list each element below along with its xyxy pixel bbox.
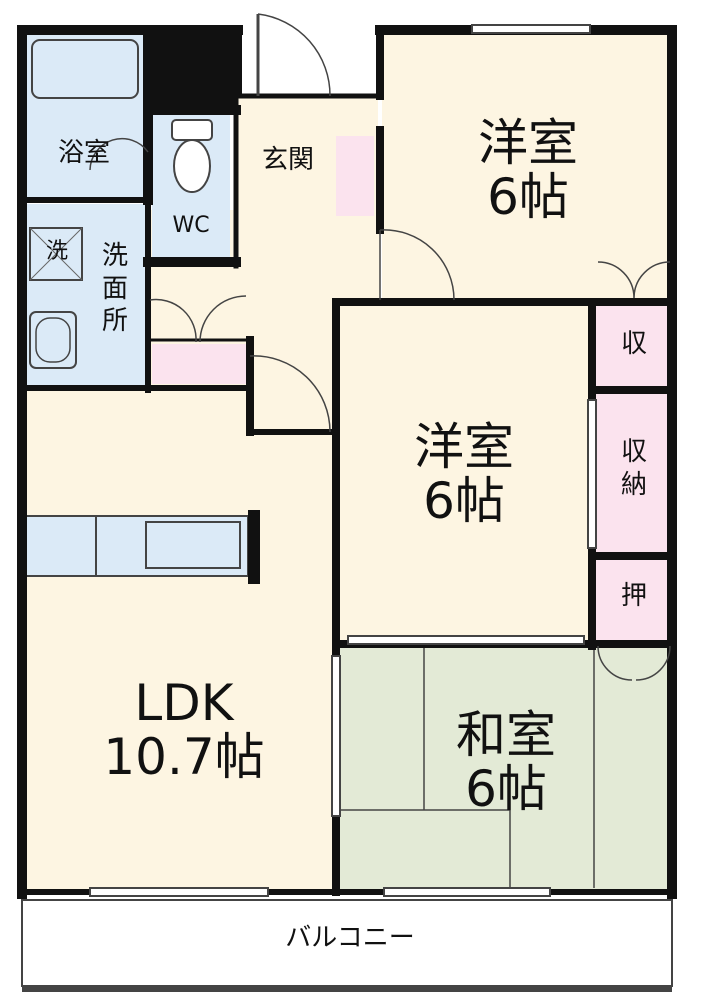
washitsu-label: 和室 6帖	[436, 708, 576, 816]
room-size: 10.7帖	[103, 728, 265, 786]
closet-label: 押	[620, 581, 647, 611]
bathtub	[31, 39, 139, 99]
toilet-bowl	[173, 139, 211, 193]
yoshitsu-mid-label: 洋室 6帖	[394, 420, 534, 528]
kitchen-wall-stub	[248, 510, 260, 584]
storage-top-floor	[596, 306, 674, 386]
hall-storage-floor	[152, 344, 248, 384]
ldk-floor	[22, 390, 336, 890]
yoshitsu-top-floor	[382, 30, 674, 302]
bath-label: 浴室	[57, 138, 110, 168]
yoshitsu-mid-floor	[338, 306, 592, 644]
balcony-label: バルコニー	[285, 923, 415, 953]
doors	[89, 13, 671, 681]
storage-mid-label: 収納	[620, 437, 647, 500]
storage-mid-floor	[596, 392, 674, 554]
storage-top-label: 収	[620, 329, 647, 359]
shoe-cabinet-floor	[336, 136, 374, 216]
yoshitsu-top-label: 洋室 6帖	[458, 116, 598, 224]
wc-label: WC	[172, 213, 210, 238]
room-name: 洋室	[414, 418, 514, 476]
tatami-lines	[340, 648, 595, 888]
balcony-outline	[21, 899, 673, 987]
room-size: 6帖	[465, 760, 547, 818]
kitchen-sink	[145, 521, 241, 569]
windows	[89, 24, 597, 897]
washer-label: 洗	[45, 239, 68, 264]
ldk-label: LDK 10.7帖	[84, 676, 284, 784]
washitsu-floor	[338, 646, 674, 890]
room-size: 6帖	[423, 472, 505, 530]
room-name: LDK	[134, 674, 234, 732]
toilet-tank	[171, 119, 213, 141]
washbasin	[29, 311, 77, 369]
room-name: 洋室	[478, 114, 578, 172]
pipe-shaft	[144, 26, 238, 106]
room-name: 和室	[456, 706, 556, 764]
genkan-label: 玄関	[261, 145, 314, 175]
closet-floor	[596, 560, 674, 640]
room-size: 6帖	[487, 168, 569, 226]
washroom-label: 洗面所	[101, 241, 128, 336]
